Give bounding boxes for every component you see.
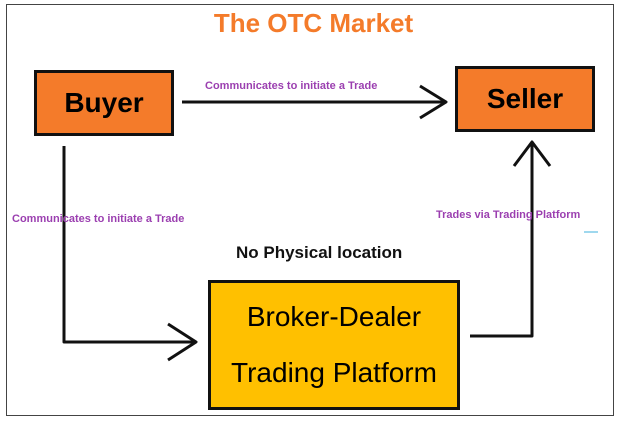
arrow-broker-to-seller [470,140,552,338]
edge-label-buyer-seller: Communicates to initiate a Trade [205,80,378,92]
buyer-label: Buyer [64,87,144,118]
trading-platform-label: Trading Platform [231,357,437,388]
diagram-title: The OTC Market [213,8,414,38]
edge-label-broker-seller: Trades via Trading Platform [436,209,581,221]
seller-node: Seller [455,66,595,132]
broker-dealer-node: Broker-Dealer Trading Platform [208,280,460,410]
buyer-node: Buyer [34,70,174,136]
broker-dealer-label: Broker-Dealer [246,301,422,332]
arrow-buyer-to-seller [182,84,448,120]
edge-label-buyer-broker: Communicates to initiate a Trade [12,213,185,225]
no-physical-location-note: No Physical location [236,243,403,262]
arrow-buyer-to-broker [62,146,198,362]
decorative-dash [584,231,598,233]
seller-label: Seller [486,83,564,114]
